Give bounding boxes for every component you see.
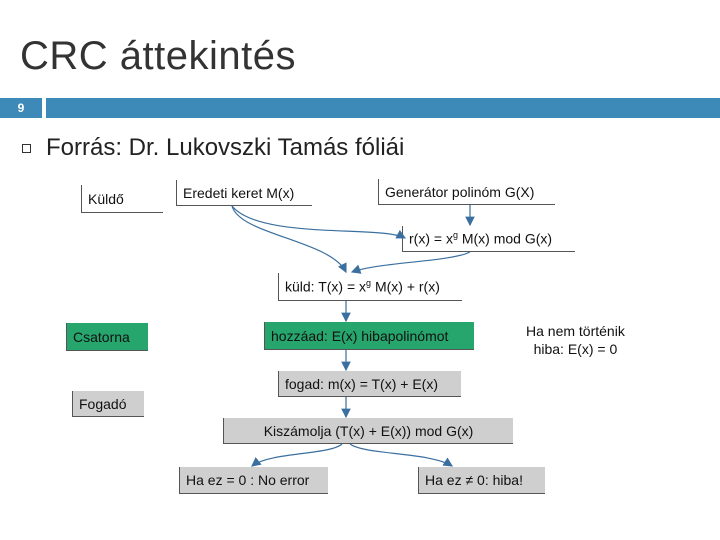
square-bullet-icon bbox=[22, 144, 31, 153]
original-frame-text: Eredeti keret M(x) bbox=[183, 184, 295, 201]
no-error-box: Ha ez = 0 : No error bbox=[179, 467, 328, 494]
note-line-1: Ha nem történik bbox=[526, 323, 625, 339]
note-line-2: hiba: E(x) = 0 bbox=[533, 341, 618, 357]
send-pre: küld: T(x) = x bbox=[285, 278, 367, 295]
channel-label-text: Csatorna bbox=[73, 328, 130, 345]
no-error-note: Ha nem történik hiba: E(x) = 0 bbox=[526, 322, 625, 358]
error-text: Ha ez ≠ 0: hiba! bbox=[425, 472, 523, 488]
generator-box: Generátor polinóm G(X) bbox=[378, 179, 555, 205]
remainder-text: r(x) = xg M(x) mod G(x) bbox=[403, 230, 552, 247]
compute-box: Kiszámolja (T(x) + E(x)) mod G(x) bbox=[223, 418, 513, 444]
remainder-post: M(x) mod G(x) bbox=[457, 230, 553, 247]
channel-label: Csatorna bbox=[66, 323, 148, 351]
receive-text: fogad: m(x) = T(x) + E(x) bbox=[285, 375, 438, 392]
bullet-text: Forrás: Dr. Lukovszki Tamás fóliái bbox=[46, 134, 405, 161]
arrow-remainder-to-send bbox=[350, 251, 471, 274]
send-text: küld: T(x) = xg M(x) + r(x) bbox=[279, 278, 440, 295]
slide-title: CRC áttekintés bbox=[20, 34, 296, 78]
arrow-frame-to-remainder bbox=[231, 205, 407, 239]
remainder-sup: g bbox=[452, 230, 458, 241]
arrow-compute-to-zero bbox=[251, 443, 343, 467]
slide-number: 9 bbox=[0, 98, 42, 118]
error-box: Ha ez ≠ 0: hiba! bbox=[418, 467, 545, 494]
send-post: M(x) + r(x) bbox=[371, 278, 440, 295]
sender-label-text: Küldő bbox=[88, 190, 124, 207]
title-bar bbox=[46, 98, 720, 118]
original-frame-box: Eredeti keret M(x) bbox=[176, 180, 312, 206]
add-error-text: hozzáad: E(x) hibapolinómot bbox=[271, 327, 449, 344]
receiver-label: Fogadó bbox=[72, 391, 144, 417]
generator-text: Generátor polinóm G(X) bbox=[385, 183, 535, 200]
remainder-pre: r(x) = x bbox=[409, 230, 453, 247]
send-box: küld: T(x) = xg M(x) + r(x) bbox=[278, 273, 462, 301]
receiver-label-text: Fogadó bbox=[79, 395, 127, 412]
arrow-frame-to-send bbox=[231, 205, 347, 274]
remainder-box: r(x) = xg M(x) mod G(x) bbox=[402, 226, 575, 252]
sender-label: Küldő bbox=[81, 185, 163, 213]
compute-text: Kiszámolja (T(x) + E(x)) mod G(x) bbox=[263, 422, 474, 439]
no-error-text: Ha ez = 0 : No error bbox=[186, 472, 310, 488]
send-sup: g bbox=[366, 278, 372, 289]
receive-box: fogad: m(x) = T(x) + E(x) bbox=[278, 371, 461, 397]
arrow-compute-to-nonzero bbox=[349, 443, 454, 467]
add-error-box: hozzáad: E(x) hibapolinómot bbox=[264, 322, 474, 350]
